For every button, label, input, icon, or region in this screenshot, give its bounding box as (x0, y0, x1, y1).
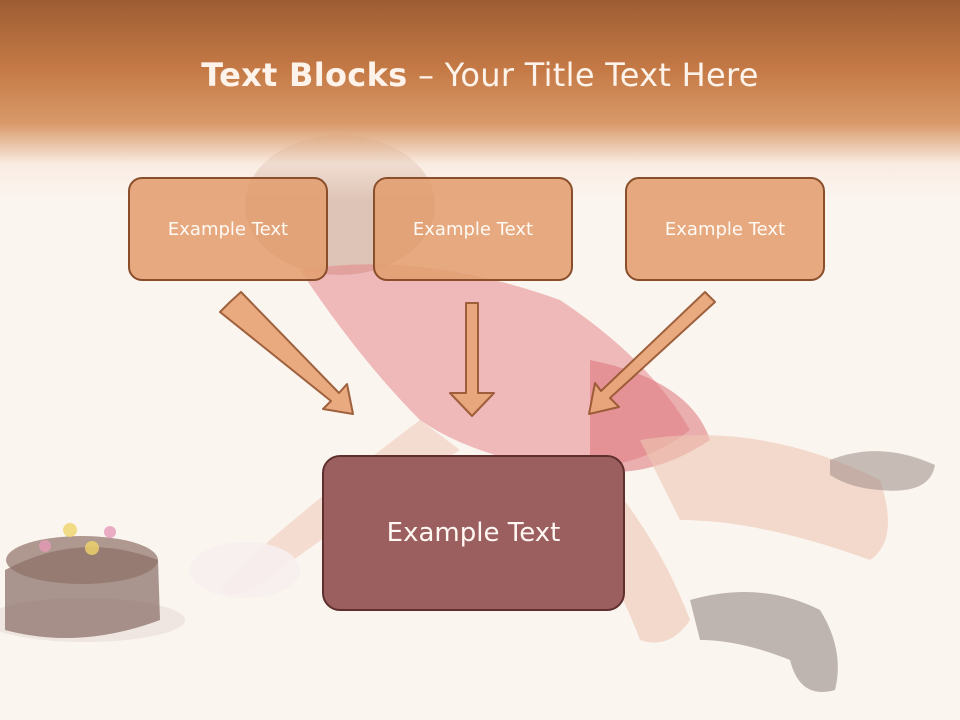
title-bold: Text Blocks (201, 56, 408, 94)
photo-glove (190, 542, 300, 598)
text-block-3-label: Example Text (664, 218, 786, 240)
text-block-3[interactable]: Example Text (625, 177, 825, 281)
photo-candle-2 (85, 541, 99, 555)
photo-leg-upper (640, 435, 888, 560)
main-text-block[interactable]: Example Text (322, 455, 625, 611)
text-block-2[interactable]: Example Text (373, 177, 573, 281)
text-block-1[interactable]: Example Text (128, 177, 328, 281)
slide-title: Text Blocks – Your Title Text Here (0, 56, 960, 94)
text-block-2-label: Example Text (412, 218, 534, 240)
arrow-left (219, 291, 354, 415)
photo-candle-1 (63, 523, 77, 537)
main-text-block-label: Example Text (386, 518, 561, 548)
photo-candle-3 (39, 540, 51, 552)
title-rest: – Your Title Text Here (407, 56, 759, 94)
arrow-middle (449, 302, 495, 417)
arrow-right (588, 291, 716, 415)
text-block-1-label: Example Text (167, 218, 289, 240)
title-band (0, 0, 960, 200)
photo-shoe-upper (830, 451, 935, 491)
photo-shoe-lower (690, 592, 838, 692)
photo-candle-4 (104, 526, 116, 538)
